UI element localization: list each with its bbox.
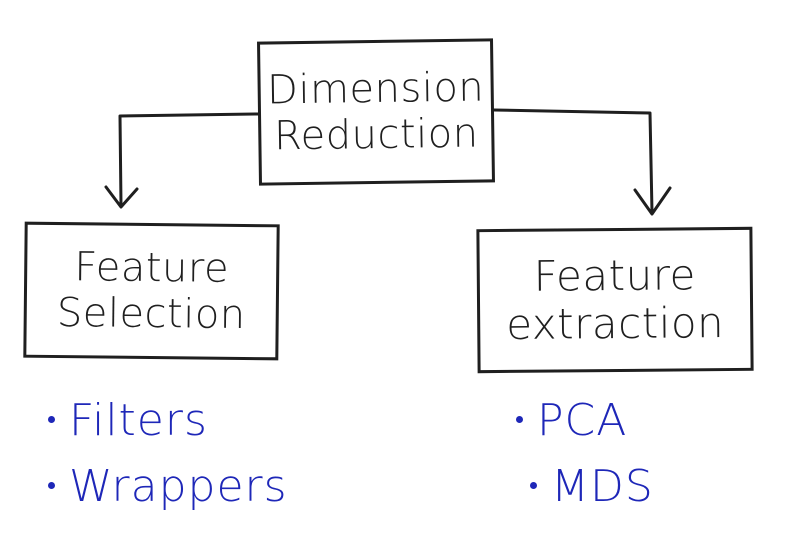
list-item-text: MDS [551,461,654,512]
selection-methods-list: Filters Wrappers [48,388,288,520]
list-item: Wrappers [48,454,288,520]
extraction-methods-list: PCA MDS [516,388,654,520]
node-right-line2: extraction [505,298,725,349]
node-root-line1: Dimension [266,64,485,114]
node-right-line1: Feature [533,249,697,301]
list-item: MDS [516,454,654,520]
list-item: Filters [48,388,288,454]
bullet-dot [516,415,523,423]
list-item-text: Filters [69,395,208,446]
list-item-text: Wrappers [69,461,288,512]
node-root-line2: Reduction [273,110,479,160]
bullet-dot [530,481,537,489]
connector-root-to-selection [118,112,260,207]
arrowhead-extraction [633,186,672,216]
node-feature-extraction: Feature extraction [476,226,754,374]
node-left-line2: Selection [56,290,246,338]
node-dimension-reduction: Dimension Reduction [257,38,495,186]
list-item-text: PCA [537,395,628,446]
arrowhead-selection [104,185,139,209]
connector-root-to-extraction [492,108,654,214]
node-feature-selection: Feature Selection [23,221,280,361]
list-item: PCA [516,388,654,454]
bullet-dot [48,481,55,489]
bullet-dot [48,415,55,423]
node-left-line1: Feature [74,244,230,292]
